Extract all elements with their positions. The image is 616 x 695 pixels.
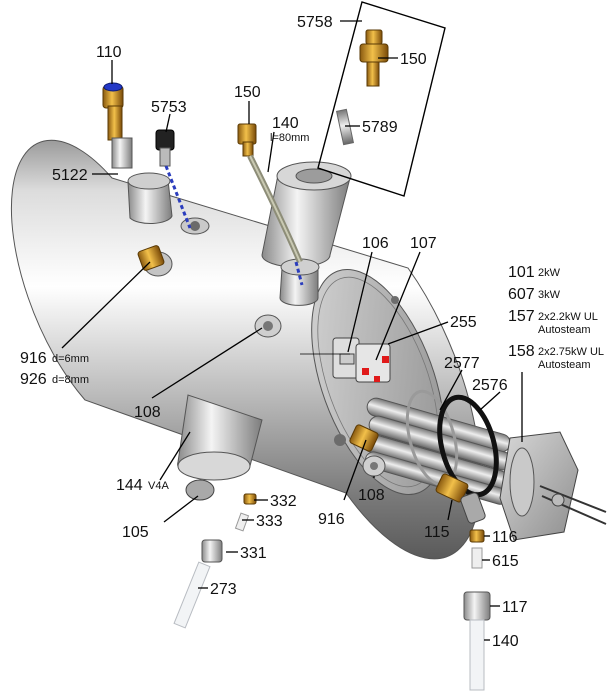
thermostat-106-107 <box>332 337 391 383</box>
callout-101-spec: 2kW <box>538 267 561 279</box>
callout-926: 926 <box>20 371 47 388</box>
callout-157-spec-2: Autosteam <box>538 324 591 336</box>
callout-150-inset: 150 <box>400 51 427 68</box>
callout-116: 116 <box>492 529 518 546</box>
callout-916-right: 916 <box>318 511 345 528</box>
element-flange <box>499 431 607 541</box>
callout-916-left: 916 <box>20 350 47 367</box>
callout-140-bottom: 140 <box>492 633 519 650</box>
callout-332: 332 <box>270 493 297 510</box>
callout-607: 607 <box>508 286 535 303</box>
callout-108-right: 108 <box>358 487 385 504</box>
callout-158-spec-2: Autosteam <box>538 359 591 371</box>
callout-331: 331 <box>240 545 267 562</box>
callout-140-top-length: l=80mm <box>270 132 309 144</box>
callout-107: 107 <box>410 235 437 252</box>
callout-150: 150 <box>234 84 261 101</box>
callout-5789: 5789 <box>362 119 398 136</box>
callout-117: 117 <box>502 599 528 616</box>
callout-5122: 5122 <box>52 167 88 184</box>
bottom-drain-port <box>177 394 263 481</box>
callout-158-spec: 2x2.75kW UL <box>538 346 604 358</box>
probe-5753 <box>155 129 192 229</box>
callout-106: 106 <box>362 235 389 252</box>
callout-2576: 2576 <box>472 377 508 394</box>
callout-105: 105 <box>122 524 149 541</box>
fitting-916-left <box>137 245 165 271</box>
callout-108-left: 108 <box>134 404 161 421</box>
callout-140-top: 140 <box>272 115 299 132</box>
callout-5758: 5758 <box>297 14 333 31</box>
callout-110: 110 <box>96 44 122 61</box>
tank-top-ports <box>127 161 352 338</box>
callout-615: 615 <box>492 553 519 570</box>
fitting-110 <box>102 82 133 169</box>
callout-916-left-spec: d=6mm <box>52 353 89 365</box>
callout-101: 101 <box>508 264 535 281</box>
callout-607-spec: 3kW <box>538 289 561 301</box>
o-ring-2576 <box>437 394 499 498</box>
callout-157-spec: 2x2.2kW UL <box>538 311 598 323</box>
callout-144: 144 <box>116 477 143 494</box>
callout-255: 255 <box>450 314 477 331</box>
callout-273: 273 <box>210 581 237 598</box>
callout-2577: 2577 <box>444 355 480 372</box>
callout-5753: 5753 <box>151 99 187 116</box>
callout-labels: 5758 150 110 5753 150 140 l=80mm 5789 51… <box>20 14 604 650</box>
callout-333: 333 <box>256 513 283 530</box>
callout-157: 157 <box>508 308 535 325</box>
leader-lines <box>61 20 523 641</box>
callout-144-material: V4A <box>148 480 169 492</box>
drain-chain-left <box>173 479 257 629</box>
callout-158: 158 <box>508 343 535 360</box>
plug-108-right <box>362 455 386 477</box>
callout-115: 115 <box>424 524 450 541</box>
fitting-150-tube-140 <box>237 123 304 286</box>
fitting-916-right <box>349 424 379 452</box>
callout-926-spec: d=8mm <box>52 374 89 386</box>
